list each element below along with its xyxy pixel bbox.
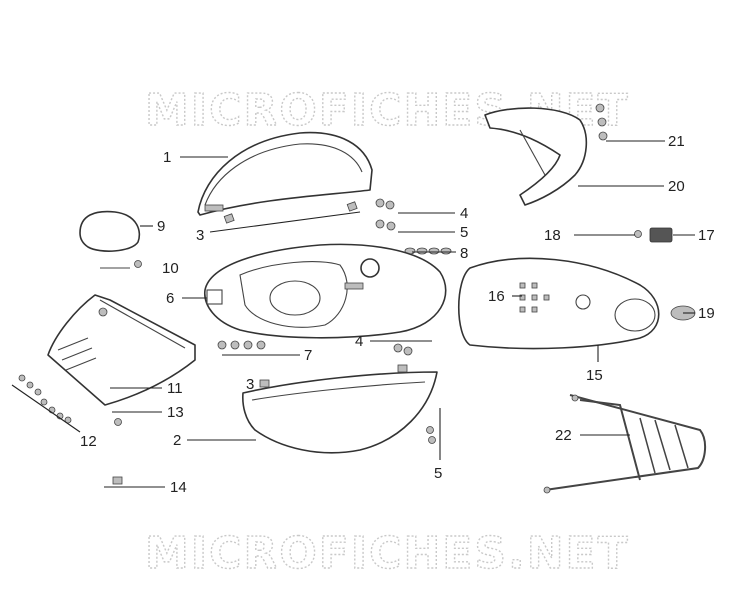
callout-3-bottom: 3 <box>246 376 254 393</box>
part-8-washers <box>404 247 452 255</box>
callout-12: 12 <box>80 433 97 450</box>
callout-18: 18 <box>544 227 561 244</box>
callout-16: 16 <box>488 288 505 305</box>
callout-2: 2 <box>173 432 181 449</box>
part-12-hardware-set <box>11 374 81 433</box>
part-4-screws-middle <box>393 343 413 356</box>
part-13-screw <box>114 418 122 426</box>
callout-8: 8 <box>460 245 468 262</box>
callout-20: 20 <box>668 178 685 195</box>
part-7-screws <box>217 340 266 350</box>
callout-1: 1 <box>163 149 171 166</box>
part-22-rear-rack <box>543 394 706 494</box>
part-4-5-screws-top <box>375 198 396 231</box>
part-5-screws-lower <box>426 426 436 444</box>
part-17-reflector <box>649 227 673 243</box>
part-2-lower-cover <box>242 364 438 454</box>
callout-15: 15 <box>586 367 603 384</box>
callout-7: 7 <box>304 347 312 364</box>
callout-3-top: 3 <box>196 227 204 244</box>
callout-9: 9 <box>157 218 165 235</box>
part-6-storage-tray <box>204 243 447 339</box>
watermark-bottom: MICROFICHES.NET <box>145 528 630 579</box>
part-14-clip <box>112 476 123 485</box>
part-3-clips-top <box>223 201 358 224</box>
part-11-inner-panel <box>47 294 196 406</box>
part-18-screw <box>634 230 642 238</box>
callout-19: 19 <box>698 305 715 322</box>
part-10-screw <box>100 260 142 269</box>
callout-14: 14 <box>170 479 187 496</box>
part-9-lens <box>79 210 141 252</box>
part-20-tail-bracket <box>484 107 588 206</box>
callout-6: 6 <box>166 290 174 307</box>
callout-4-top: 4 <box>460 205 468 222</box>
callout-21: 21 <box>668 133 685 150</box>
callout-5-top: 5 <box>460 224 468 241</box>
callout-22: 22 <box>555 427 572 444</box>
part-1-upper-cover <box>197 131 373 216</box>
callout-13: 13 <box>167 404 184 421</box>
callout-5-bottom: 5 <box>434 465 442 482</box>
part-16-clips <box>519 282 550 313</box>
callout-4-middle: 4 <box>355 333 363 350</box>
part-15-rear-cover <box>457 257 660 350</box>
part-21-bolts <box>595 103 608 141</box>
callout-10: 10 <box>162 260 179 277</box>
leader-lines <box>104 140 695 488</box>
callout-11: 11 <box>167 380 183 397</box>
callout-17: 17 <box>698 227 715 244</box>
